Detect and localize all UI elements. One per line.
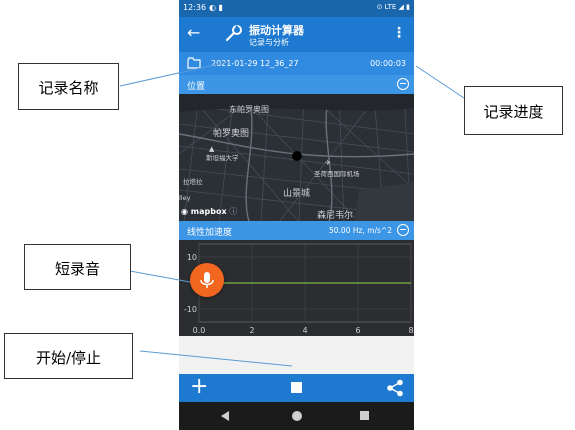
map-label: 圣荷西国际机场 (314, 170, 360, 178)
bottom-toolbar: + (179, 374, 414, 402)
collapse-icon[interactable] (397, 78, 409, 90)
map-label: 山景城 (283, 189, 311, 199)
callout-text: 开始/停止 (35, 349, 102, 367)
system-nav-bar (179, 402, 414, 430)
map-roads (179, 94, 414, 222)
folder-icon[interactable] (187, 57, 201, 69)
map-view[interactable]: 东帕罗奥图 帕罗奥图 斯坦福大学 圣荷西国际机场 拉塔拉 山景城 森尼韦尔 ll… (179, 94, 414, 222)
app-title: 振动计算器 (249, 24, 304, 37)
map-attribution: mapbox (190, 207, 227, 216)
location-section-label: 位置 (187, 82, 206, 92)
status-time: 12:36 (183, 3, 207, 12)
nav-back-icon[interactable] (221, 411, 229, 421)
x-tick-label: 2 (249, 326, 254, 335)
accel-section-label: 线性加速度 (187, 228, 233, 238)
nav-recents-icon[interactable] (360, 411, 369, 420)
recording-progress: 00:00:03 (370, 59, 406, 68)
x-tick-label: 6 (355, 326, 360, 335)
recording-bar: 2021-01-29 12_36_27 00:00:03 (179, 52, 414, 75)
callout-record-progress: 记录进度 (464, 86, 563, 135)
network-label: LTE (384, 3, 397, 11)
overflow-menu-icon[interactable]: ⋮ (392, 25, 406, 41)
status-icons: ⊙ LTE ◢ ▮ (376, 3, 410, 11)
app-logo-icon (225, 25, 242, 42)
app-bar: ← 振动计算器 记录与分析 ⋮ (179, 17, 414, 52)
map-label: 森尼韦尔 (317, 211, 354, 221)
mapbox-logo: ◉ mapbox ⓘ (181, 207, 238, 216)
location-section-header[interactable]: 位置 (179, 75, 414, 94)
callout-text: 记录进度 (483, 103, 544, 121)
callout-text: 记录名称 (38, 79, 99, 97)
recording-name: 2021-01-29 12_36_27 (211, 59, 299, 68)
y-tick-label: -10 (184, 305, 197, 314)
accel-section-info: 50.00 Hz, m/s^2 (329, 226, 392, 235)
map-label: 帕罗奥图 (213, 129, 250, 139)
app-subtitle: 记录与分析 (249, 38, 289, 47)
airport-icon: ✈ (325, 159, 331, 167)
notification-icons: ◐ ▮ (209, 3, 223, 12)
x-tick-label: 4 (302, 326, 307, 335)
microphone-icon (200, 272, 214, 288)
phone-screen: 12:36 ◐ ▮ ⊙ LTE ◢ ▮ ← 振动计算器 记录与分析 ⋮ 2021… (179, 0, 414, 430)
map-label: 拉塔拉 (183, 178, 203, 186)
map-label: 斯坦福大学 (206, 154, 239, 162)
status-bar: 12:36 ◐ ▮ ⊙ LTE ◢ ▮ (179, 0, 414, 17)
x-tick-label: 8 (408, 326, 413, 335)
callout-short-audio: 短录音 (24, 244, 131, 290)
add-icon[interactable]: + (190, 374, 209, 399)
share-icon[interactable] (386, 379, 404, 397)
accel-section-header[interactable]: 线性加速度 50.00 Hz, m/s^2 (179, 221, 414, 240)
y-tick-label: 10 (187, 253, 197, 262)
poi-icon: ▲ (209, 145, 215, 153)
callout-start-stop: 开始/停止 (4, 333, 133, 379)
map-label: lley (179, 194, 191, 202)
back-arrow-icon[interactable]: ← (187, 23, 201, 42)
mic-button[interactable] (190, 263, 224, 297)
callout-record-name: 记录名称 (18, 63, 119, 110)
nav-home-icon[interactable] (292, 411, 302, 421)
blank-area (179, 336, 414, 374)
callout-text: 短录音 (54, 260, 100, 278)
start-stop-button[interactable] (291, 382, 302, 393)
x-tick-label: 0.0 (193, 326, 206, 335)
map-label: 东帕罗奥图 (229, 105, 269, 114)
collapse-icon[interactable] (397, 224, 409, 236)
